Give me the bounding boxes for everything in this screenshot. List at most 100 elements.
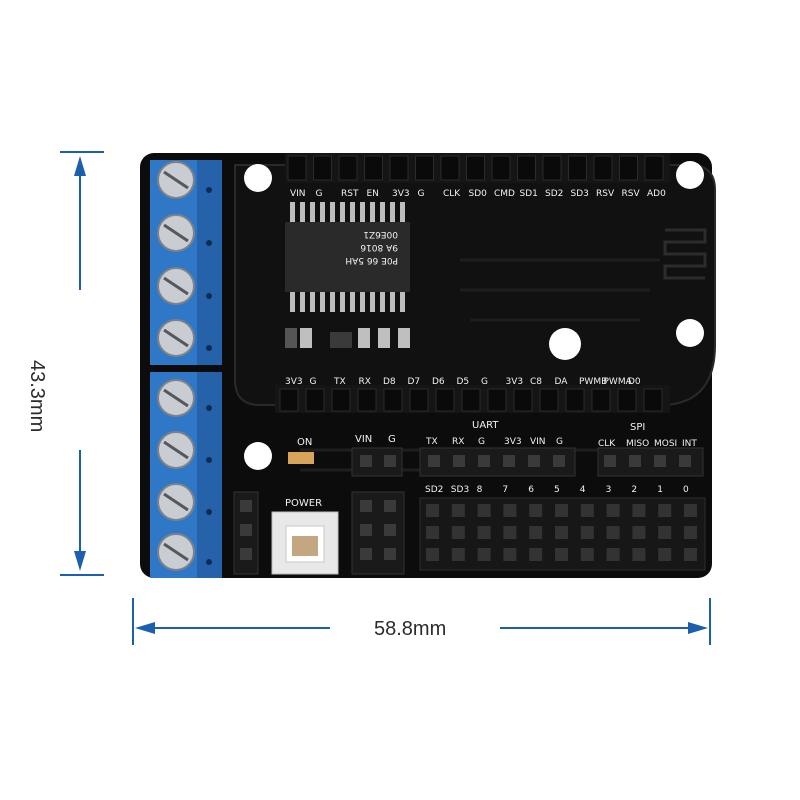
uart-pin-label: G	[478, 437, 485, 447]
bottom-pin-label: PWMA	[604, 377, 633, 387]
chip-leg	[320, 202, 325, 222]
chip-leg	[330, 292, 335, 312]
header-pin	[240, 500, 252, 512]
chip-marking-line: 00E6Z1	[363, 229, 398, 239]
smd-components	[285, 328, 410, 348]
gpio-pin-label: 7	[502, 485, 508, 495]
bottom-pin-label: PWMB	[579, 377, 607, 387]
chip-leg	[350, 202, 355, 222]
spi-pin-label: INT	[682, 439, 697, 449]
top-pin-label: CLK	[443, 189, 461, 199]
uart-pin-label: VIN	[530, 437, 546, 447]
uart-pin-label: 3V3	[504, 437, 522, 447]
header-pin	[357, 388, 377, 412]
mount-hole	[676, 319, 704, 347]
chip-leg	[320, 292, 325, 312]
header-pin	[684, 526, 697, 539]
top-pin-label: CMD	[494, 189, 515, 199]
header-pin	[360, 548, 372, 560]
header-pin	[606, 526, 620, 539]
bottom-pin-label: G	[310, 377, 317, 387]
gpio-pin-label: SD2	[425, 485, 443, 495]
power-switch	[271, 511, 339, 575]
header-pin	[415, 155, 434, 181]
header-pin	[503, 504, 517, 517]
top-pin-label: G	[316, 189, 323, 199]
header-pin	[313, 155, 332, 181]
uart-header	[419, 447, 576, 477]
uart-pin-label: G	[556, 437, 563, 447]
top-pin-label: RST	[341, 189, 359, 199]
terminal-opening	[206, 240, 212, 246]
motor-driver-chip: P0E 66 5AH 9A 8016 00E6Z1	[285, 202, 410, 312]
on-label: ON	[297, 437, 312, 448]
header-pin	[555, 526, 568, 539]
bottom-pin-header	[275, 385, 670, 413]
power-label: POWER	[285, 498, 322, 509]
header-pin	[451, 526, 465, 539]
chip-leg	[310, 292, 315, 312]
header-pin	[426, 504, 439, 517]
header-pin	[580, 504, 594, 517]
bottom-pin-label: D7	[408, 377, 421, 387]
header-pin	[643, 388, 663, 412]
chip-leg	[340, 292, 345, 312]
screw-slot	[163, 440, 189, 460]
mount-hole	[676, 161, 704, 189]
screw-slot	[163, 542, 189, 562]
chip-leg	[390, 292, 395, 312]
header-pin	[658, 526, 672, 539]
header-pin	[580, 526, 594, 539]
header-pin	[383, 388, 403, 412]
header-pin	[240, 548, 252, 560]
header-pin	[591, 388, 611, 412]
header-pin	[384, 455, 396, 467]
top-pin-label: AD0	[647, 189, 666, 199]
screw-slot	[163, 223, 189, 243]
chip-marking-line: 9A 8016	[360, 242, 398, 252]
header-pin	[555, 548, 568, 561]
header-pin	[654, 455, 666, 467]
header-pin	[389, 155, 409, 181]
gpio-pin-label: 0	[683, 485, 689, 495]
chip-leg	[360, 202, 365, 222]
power-led	[288, 452, 314, 464]
chip-leg	[370, 292, 375, 312]
header-pin	[503, 455, 515, 467]
header-pin	[644, 155, 664, 181]
screw-slot	[163, 388, 189, 408]
header-pin	[305, 388, 325, 412]
chip-leg	[310, 202, 315, 222]
terminal-opening	[206, 293, 212, 299]
header-pin	[435, 388, 455, 412]
chip-leg	[300, 292, 305, 312]
chip-leg	[400, 292, 405, 312]
middle-pin-header	[351, 491, 405, 575]
top-pin-label: G	[418, 189, 425, 199]
header-pin	[679, 455, 691, 467]
header-pin	[632, 526, 646, 539]
header-pin	[503, 526, 517, 539]
chip-leg	[350, 292, 355, 312]
height-dimension	[60, 151, 104, 576]
header-pin	[287, 155, 307, 181]
vin-label: VIN	[355, 434, 372, 445]
header-pin	[409, 388, 429, 412]
header-pin	[466, 155, 485, 181]
spi-pin-label: MISO	[626, 439, 649, 449]
uart-pin-label: RX	[452, 437, 464, 447]
header-pin	[477, 504, 491, 517]
mount-hole	[549, 328, 581, 360]
bottom-pin-label: C8	[530, 377, 542, 387]
top-pin-label: RSV	[596, 189, 615, 199]
width-dimension-label: 58.8mm	[374, 618, 447, 640]
header-pin	[240, 524, 252, 536]
bottom-pin-label: D8	[383, 377, 396, 387]
chip-leg	[330, 202, 335, 222]
bottom-pin-label: DA	[555, 377, 569, 387]
header-pin	[529, 504, 543, 517]
header-pin	[451, 548, 465, 561]
width-dimension	[132, 598, 711, 645]
